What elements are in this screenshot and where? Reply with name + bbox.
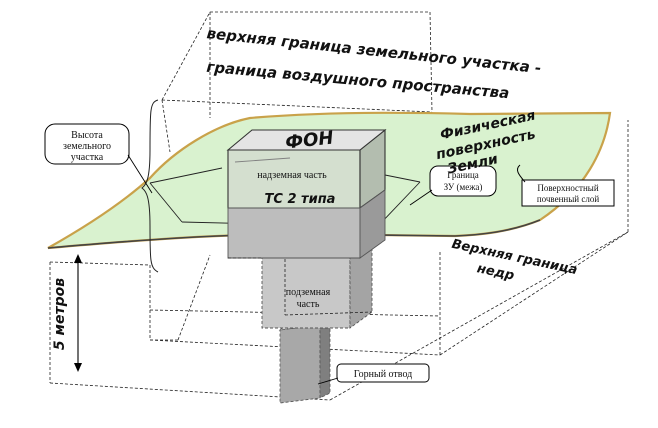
soil-layer-line1: Поверхностный xyxy=(537,183,599,193)
underground-line2: часть xyxy=(297,299,320,310)
callout-plot-height: Высота земельного участка xyxy=(44,123,153,194)
subsoil-line2: недр xyxy=(476,261,516,283)
callout-soil-layer: Поверхностный почвенный слой xyxy=(517,164,615,207)
plot-height-line3: участка xyxy=(71,152,104,163)
height-bracket xyxy=(141,99,159,273)
plot-height-line2: земельного xyxy=(63,141,111,152)
fon-label: ФОН xyxy=(284,128,334,154)
plot-border-line1: Граница xyxy=(447,170,479,180)
depth-arrow xyxy=(74,254,82,372)
callout-mining: Горный отвод xyxy=(317,363,430,385)
soil-layer-line2: почвенный слой xyxy=(537,194,600,204)
above-ground-label: надземная часть xyxy=(257,170,327,181)
mining-allotment-label: Горный отвод xyxy=(354,369,413,380)
ts-type-label: ТС 2 типа xyxy=(265,192,336,207)
plot-border-line2: ЗУ (межа) xyxy=(444,182,483,192)
depth-label: 5 метров xyxy=(52,278,68,350)
plot-height-line1: Высота xyxy=(71,130,103,141)
underground-line1: подземная xyxy=(286,287,331,298)
above-ground-block xyxy=(226,128,387,259)
callout-plot-border: Граница ЗУ (межа) xyxy=(409,165,497,206)
mining-shaft xyxy=(278,319,331,404)
